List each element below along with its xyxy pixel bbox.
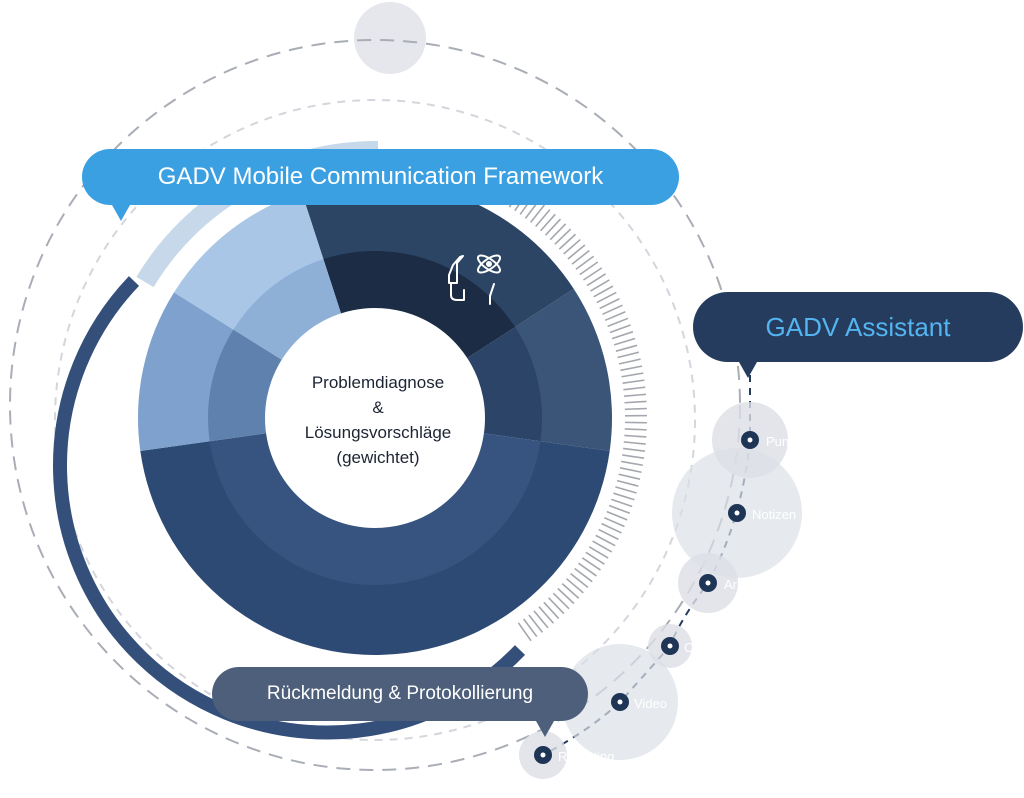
tick-mark — [602, 305, 622, 314]
tick-mark — [625, 401, 647, 402]
timeline-node-6[interactable]: Reporting — [534, 746, 614, 764]
timeline-label-1: Pun — [766, 434, 789, 449]
tick-mark — [611, 499, 632, 506]
tick-mark — [610, 325, 631, 333]
center-line-4: (gewichtet) — [278, 445, 478, 470]
tick-mark — [622, 373, 644, 377]
tick-mark — [559, 234, 575, 249]
tick-mark — [619, 359, 640, 364]
tick-mark — [623, 380, 645, 383]
tick-mark — [616, 345, 637, 351]
timeline-node-1[interactable]: Pun — [741, 431, 789, 449]
tick-mark — [549, 598, 564, 614]
decor-circle-top — [354, 2, 426, 74]
tick-mark — [555, 229, 571, 244]
timeline-label-6: Reporting — [558, 749, 614, 764]
tick-mark — [623, 387, 645, 389]
tick-mark — [608, 318, 628, 326]
tick-mark — [625, 409, 647, 410]
timeline-label-4: C — [684, 640, 693, 655]
feedback-label-bubble: Rückmeldung & Protokollierung — [212, 667, 588, 721]
tick-mark — [602, 524, 622, 533]
assistant-label-bubble: GADV Assistant — [693, 292, 1023, 362]
tick-mark — [624, 442, 646, 444]
tick-mark — [620, 366, 642, 370]
timeline-label-3: Ar — [724, 577, 738, 592]
tick-mark — [624, 394, 646, 396]
tick-mark — [622, 455, 644, 458]
tick-mark — [607, 512, 627, 520]
tick-mark — [621, 461, 643, 465]
center-text: Problemdiagnose & Lösungsvorschläge (gew… — [278, 370, 478, 470]
tick-mark — [604, 518, 624, 527]
tick-mark — [612, 332, 633, 339]
assistant-label: GADV Assistant — [766, 312, 951, 343]
framework-label-bubble: GADV Mobile Communication Framework — [82, 149, 679, 205]
tick-mark — [625, 429, 647, 430]
tick-mark — [618, 352, 639, 357]
center-line-2: & — [278, 395, 478, 420]
tick-mark — [623, 448, 645, 451]
tick-mark — [617, 481, 638, 487]
timeline-label-5: Video — [634, 696, 667, 711]
tick-mark — [609, 506, 630, 514]
feedback-label: Rückmeldung & Protokollierung — [267, 683, 533, 705]
tick-mark — [545, 219, 560, 235]
timeline-node-2[interactable]: Notizen — [728, 504, 796, 522]
tick-mark — [619, 474, 640, 479]
tick-mark — [620, 468, 642, 472]
tick-mark — [544, 602, 559, 618]
tick-mark — [615, 487, 636, 493]
tick-mark — [550, 224, 565, 240]
tick-mark — [605, 312, 625, 321]
center-line-1: Problemdiagnose — [278, 370, 478, 395]
tick-mark — [558, 588, 574, 603]
tick-mark — [553, 593, 569, 608]
tick-mark — [624, 435, 646, 437]
framework-label: GADV Mobile Communication Framework — [158, 163, 603, 191]
tick-mark — [614, 338, 635, 344]
center-line-3: Lösungsvorschläge — [278, 420, 478, 445]
timeline-node-5[interactable]: Video — [611, 693, 667, 711]
timeline-label-2: Notizen — [752, 507, 796, 522]
tick-mark — [613, 493, 634, 500]
